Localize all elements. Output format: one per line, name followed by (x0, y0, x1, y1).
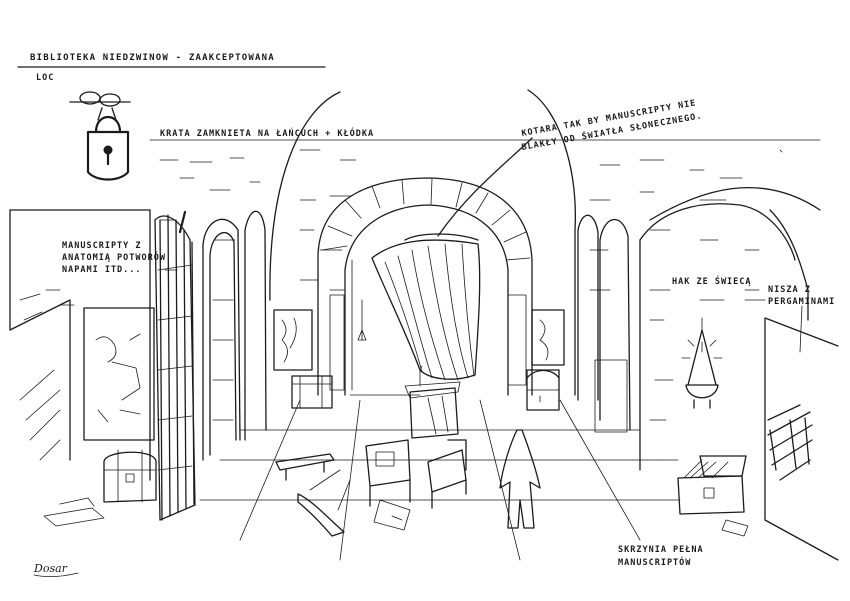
candle-hook-icon (681, 317, 723, 409)
artist-signature: Dosar (33, 562, 68, 575)
central-stone-arch (317, 177, 533, 396)
left-wall (9, 209, 155, 481)
left-arched-windows (202, 210, 267, 461)
left-pillar-stones (329, 294, 345, 391)
sheet-title: BIBLIOTEKA NIEDZWINOW - ZAAKCEPTOWANA (30, 53, 275, 63)
note-grate: KRATA ZAMKNIETA NA ŁAŃCUCH + KŁÓDKA (160, 127, 374, 139)
back-right-props (526, 309, 565, 411)
sheet-header: BIBLIOTEKA NIEDZWINOW - ZAAKCEPTOWANA LO… (17, 53, 326, 83)
note-wall-1: MANUSCRIPTY Z (62, 241, 142, 251)
curtain (349, 233, 481, 396)
niche-parchments (767, 404, 813, 481)
human-scale-figure-icon (499, 429, 541, 529)
note-niche-1: NISZA Z (768, 285, 811, 295)
note-niche-2: PERGAMINAMI (768, 297, 835, 307)
floor-props (43, 399, 749, 561)
chain-icon (69, 91, 131, 121)
note-chest-1: SKRZYNIA PEŁNA (618, 545, 704, 555)
grate-door (154, 210, 196, 521)
padlock-icon (86, 115, 130, 181)
right-wall (639, 203, 839, 561)
note-chest-2: MANUSCRIPTÓW (618, 556, 691, 568)
vault-arches (9, 89, 821, 396)
signature-underline (33, 572, 79, 577)
back-left-props (273, 299, 367, 409)
grate-pointer-arrow (178, 210, 187, 234)
open-chest (677, 455, 747, 515)
note-wall-3: NAPAMI ITD... (62, 265, 142, 275)
closed-chest (103, 449, 157, 503)
back-wall (149, 139, 821, 301)
annotation-leaders (437, 137, 803, 353)
right-arched-windows (577, 214, 631, 433)
note-wall-2: ANATOMIĄ POTWORÓW (62, 251, 166, 263)
lectern (404, 365, 461, 439)
right-pillar-stones (507, 294, 527, 386)
anatomy-scroll (83, 307, 155, 441)
sheet-subtitle: LOC (36, 73, 54, 83)
note-candle-hook: HAK ZE ŚWIECĄ (672, 275, 752, 287)
